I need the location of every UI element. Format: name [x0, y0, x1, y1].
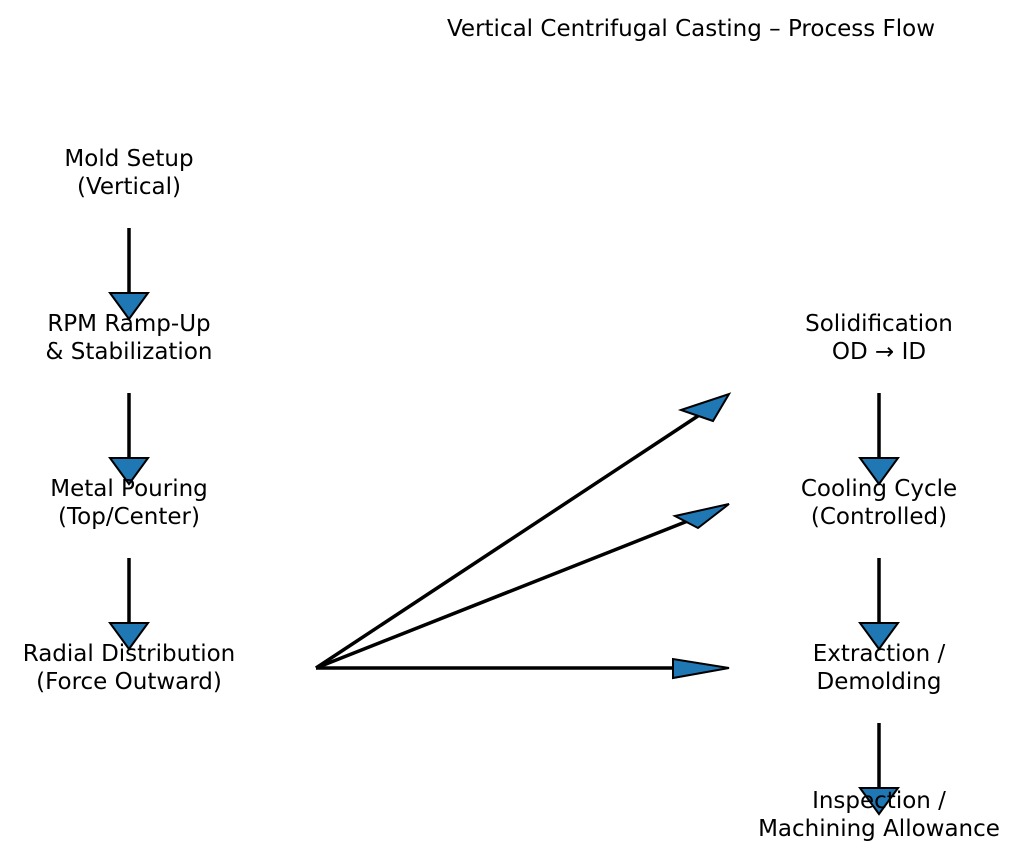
arrow-radial-to-cooling [315, 503, 730, 670]
arrowhead [858, 622, 900, 651]
arrowhead [858, 787, 900, 816]
node-label-line1: RPM Ramp-Up [47, 311, 210, 337]
node-metal-pouring: Metal Pouring (Top/Center) [50, 476, 208, 530]
arrowhead [858, 457, 900, 486]
arrow-extraction-to-inspection [858, 723, 900, 816]
node-label-line2: (Vertical) [77, 174, 181, 200]
node-label-line2: (Top/Center) [58, 504, 200, 530]
arrow-radial-to-extraction [316, 657, 730, 680]
node-label-line1: Extraction / [813, 641, 946, 667]
arrow-mold-to-rpm [108, 228, 150, 321]
arrowhead [108, 622, 150, 651]
node-label-line2: & Stabilization [46, 339, 213, 365]
node-label-line2: (Force Outward) [36, 669, 222, 695]
arrowhead [108, 292, 150, 321]
node-label-line1: Inspection / [812, 788, 946, 814]
node-label-line2: (Controlled) [811, 504, 947, 530]
node-radial-distribution: Radial Distribution (Force Outward) [23, 641, 236, 695]
node-label-line1: Metal Pouring [50, 476, 208, 502]
arrow-radial-to-solidification [315, 392, 732, 670]
arrow-solidification-to-cooling [858, 393, 900, 486]
node-label-line1: Mold Setup [64, 146, 193, 172]
arrowhead [677, 392, 732, 423]
node-label-line2: Demolding [817, 669, 942, 695]
arrowhead [672, 503, 730, 530]
node-inspection: Inspection / Machining Allowance [758, 788, 1000, 842]
arrows-layer [108, 228, 900, 816]
diagram-title: Vertical Centrifugal Casting – Process F… [447, 16, 935, 42]
node-mold-setup: Mold Setup (Vertical) [64, 146, 193, 200]
node-rpm-rampup: RPM Ramp-Up & Stabilization [46, 311, 213, 365]
node-label-line1: Cooling Cycle [801, 476, 957, 502]
node-label-line1: Radial Distribution [23, 641, 236, 667]
node-label-line2: Machining Allowance [758, 816, 1000, 842]
arrow-cooling-to-extraction [858, 558, 900, 651]
node-extraction: Extraction / Demolding [813, 641, 946, 695]
arrowhead [672, 657, 730, 680]
node-label-line1: Solidification [805, 311, 953, 337]
arrow-rpm-to-pouring [108, 393, 150, 486]
node-label-line2: OD → ID [832, 339, 926, 365]
arrow-pouring-to-radial [108, 558, 150, 651]
arrowhead [108, 457, 150, 486]
node-cooling-cycle: Cooling Cycle (Controlled) [801, 476, 957, 530]
node-solidification: Solidification OD → ID [805, 311, 953, 365]
